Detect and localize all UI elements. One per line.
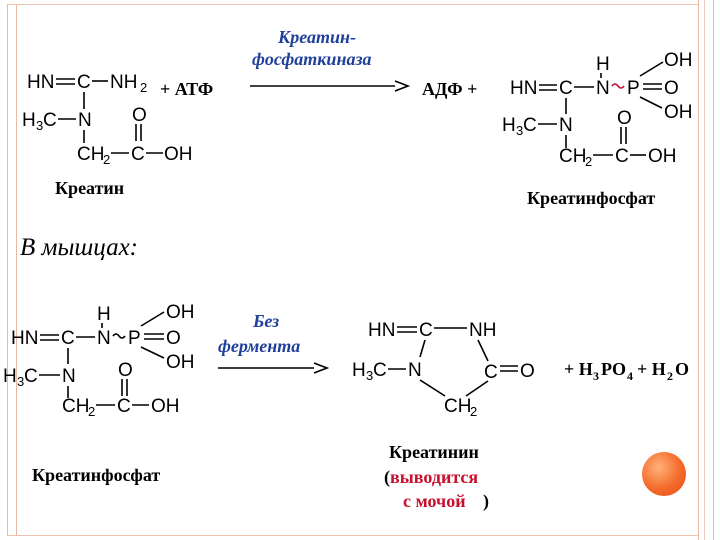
svg-text:H: H [502,115,516,136]
svg-text:O: O [118,360,133,381]
svg-text:C: C [615,146,629,167]
svg-text:OH: OH [164,144,193,165]
svg-text:PO: PO [601,359,626,379]
svg-text:N: N [408,360,422,381]
svg-text:OH: OH [664,102,693,123]
svg-text:2: 2 [585,154,592,169]
condition-line2: фермента [218,336,300,356]
section-heading: В мышцах: [20,234,139,261]
svg-text:N: N [596,78,610,99]
svg-text:OH: OH [664,50,693,71]
svg-text:C: C [559,78,573,99]
svg-text:CH: CH [444,396,471,417]
svg-text:C: C [523,115,537,136]
excretion-note-open: ( [384,467,390,488]
svg-text:OH: OH [151,396,180,417]
creatine-label: Креатин [55,178,124,198]
svg-text:CH: CH [559,146,586,167]
enzyme-name-line1: Креатин- [277,27,356,47]
svg-text:N: N [62,366,76,387]
svg-text:H: H [3,366,17,387]
excretion-note-line1: выводится [390,467,478,487]
adf-product: АДФ + [422,79,477,99]
svg-text:C: C [131,144,145,165]
svg-text:C: C [117,396,131,417]
svg-text:C: C [484,362,498,383]
svg-text:N: N [559,115,573,136]
svg-text:C: C [43,110,57,131]
svg-text:H: H [22,110,36,131]
svg-text:N: N [97,328,111,349]
svg-text:OH: OH [166,352,195,373]
svg-text:C: C [77,72,91,93]
svg-text:N: N [78,110,92,131]
svg-text:3: 3 [516,123,523,138]
svg-text:C: C [419,320,433,341]
svg-text:2: 2 [667,369,673,383]
svg-text:C: C [24,366,38,387]
enzyme-name-line2: фосфаткиназа [252,49,371,69]
svg-text:2: 2 [103,152,110,167]
frame-right-border [698,0,714,540]
svg-text:O: O [132,105,147,126]
frame-top-border [7,4,698,5]
svg-text:NH: NH [469,320,496,341]
svg-text:O: O [166,328,181,349]
svg-text:3: 3 [17,374,24,389]
svg-text:P: P [627,78,640,99]
creatine-phosphate-label-bottom: Креатинфосфат [32,465,160,485]
svg-text:HN: HN [11,328,38,349]
svg-text:HN: HN [368,320,395,341]
svg-text:3: 3 [593,369,599,383]
excretion-note-line2: с мочой [403,491,466,511]
svg-text:NH: NH [110,72,137,93]
svg-text:H: H [596,54,610,75]
atf-reagent: + АТФ [160,79,213,99]
svg-text:2: 2 [470,404,477,419]
svg-text:O: O [664,78,679,99]
svg-text:O: O [675,359,689,379]
excretion-note-close: ) [483,491,489,512]
svg-text:2: 2 [140,80,147,95]
svg-text:2: 2 [88,404,95,419]
svg-text:O: O [520,361,535,382]
svg-text:CH: CH [62,396,89,417]
reaction2-arrow [218,362,330,374]
svg-text:OH: OH [166,302,195,323]
svg-text:+ H: + H [564,359,593,379]
svg-text:H: H [97,304,111,325]
frame-left-border [7,4,17,536]
svg-text:HN: HN [27,72,54,93]
svg-text:H: H [352,360,366,381]
svg-text:O: O [617,108,632,129]
svg-text:3: 3 [366,368,373,383]
reaction1-arrow [250,80,411,92]
svg-text:OH: OH [648,146,677,167]
byproducts-formula: + H 3 PO 4 + H 2 O [564,359,689,383]
svg-text:C: C [61,328,75,349]
condition-line1: Без [252,311,279,331]
svg-text:3: 3 [36,118,43,133]
svg-text:+ H: + H [637,359,666,379]
orange-circle-decoration-icon [642,452,686,496]
svg-text:C: C [373,360,387,381]
creatinine-label: Креатинин [389,442,479,462]
svg-text:4: 4 [627,369,633,383]
svg-text:HN: HN [510,78,537,99]
svg-text:CH: CH [77,144,104,165]
frame-bottom-border [7,535,698,536]
creatine-phosphate-label-top: Креатинфосфат [527,188,655,208]
svg-text:P: P [128,328,141,349]
